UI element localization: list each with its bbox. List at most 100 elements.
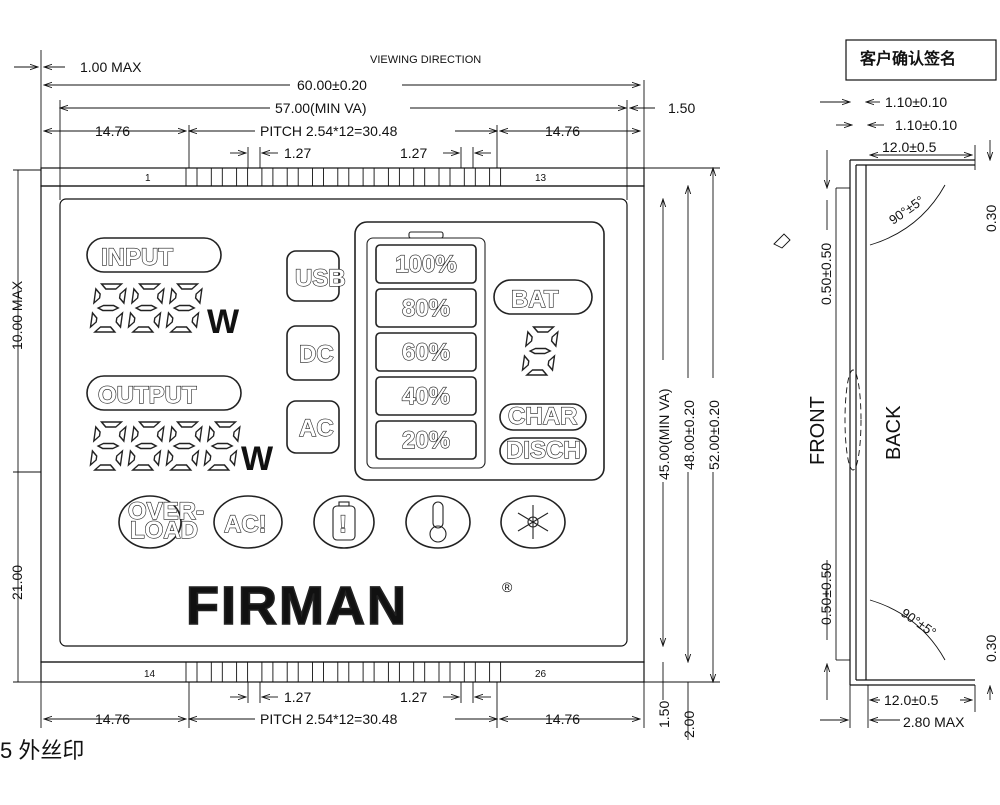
battery-level-cell	[375, 288, 477, 328]
digit-segment	[521, 354, 530, 372]
pin	[210, 167, 223, 187]
sv-profile	[849, 159, 975, 686]
digit-segment	[165, 449, 174, 467]
digit-segment	[165, 311, 174, 329]
char-pill	[499, 403, 587, 431]
sv-front: FRONT	[807, 396, 829, 465]
digit-segment	[229, 449, 238, 467]
sv-dim-050-top: 0.50±0.50	[818, 243, 834, 305]
bat-digit	[521, 326, 559, 376]
overload-icon	[118, 495, 182, 549]
sv-angle-bottom: 90°±5°	[898, 605, 939, 640]
digit-segment	[115, 311, 124, 329]
sv-dim-030-top: 0.30	[983, 205, 999, 232]
digit-segment	[131, 326, 155, 333]
digit-segment	[175, 421, 200, 428]
dim-bottom-2: 2.00	[681, 711, 697, 738]
digit-segment	[153, 449, 162, 467]
thermometer-bulb	[429, 525, 447, 543]
digit-segment	[169, 326, 193, 333]
digit-segment	[127, 311, 136, 329]
digit-segment	[130, 425, 139, 443]
input-label: INPUT	[101, 244, 173, 271]
battery-level-cell	[375, 244, 477, 284]
firman-logo: FIRMAN ®	[185, 575, 513, 637]
output-pill	[86, 375, 242, 411]
sv-angle-top: 90°±5°	[886, 193, 927, 228]
battery-level-label: 100%	[395, 251, 456, 278]
digit-segment	[168, 425, 177, 443]
battery-warning-mark: !	[339, 511, 347, 538]
pin	[463, 661, 476, 683]
digit-segment	[206, 425, 215, 443]
pin	[185, 167, 198, 187]
top-pins	[185, 167, 502, 187]
battery-cap	[408, 231, 444, 239]
digit-segment	[92, 425, 101, 443]
battery-level-cell	[375, 376, 477, 416]
digit-segment	[118, 425, 127, 443]
disch-label: DISCH	[506, 437, 581, 464]
char-label: CHAR	[508, 403, 577, 430]
dim-bottom-gap-b: 1.27	[400, 689, 427, 705]
battery-panel	[354, 221, 605, 481]
pin	[236, 167, 249, 187]
digit-segment	[194, 425, 203, 443]
pin	[438, 661, 451, 683]
digit-segment	[528, 347, 552, 355]
sv-dim-030-bottom: 0.30	[983, 635, 999, 662]
dim-edge-right: 14.76	[545, 123, 580, 139]
digit-segment	[525, 369, 549, 376]
viewing-direction-label: VIEWING DIRECTION	[370, 54, 481, 66]
title-block	[845, 39, 997, 81]
digit-segment	[550, 330, 559, 348]
ac-label: AC	[299, 415, 334, 442]
thermometer-icon	[405, 495, 471, 549]
sv-dim-12-bottom: 12.0±0.5	[884, 692, 939, 708]
input-digits	[89, 283, 203, 333]
digit-segment	[130, 287, 139, 305]
digit-segment	[191, 449, 200, 467]
digit-segment	[92, 287, 101, 305]
digit-segment	[175, 283, 200, 290]
pin	[261, 167, 274, 187]
digit-segment	[206, 464, 231, 471]
battery-levels: 100%80%60%40%20%	[375, 244, 477, 460]
pin	[337, 167, 350, 187]
bat-label: BAT	[511, 286, 559, 313]
pin	[210, 661, 223, 683]
dim-max-1: 1.00 MAX	[80, 59, 142, 75]
pin	[362, 661, 375, 683]
pin	[236, 661, 249, 683]
output-label: OUTPUT	[98, 382, 197, 409]
disch-pill	[499, 437, 587, 465]
dim-bottom-offset: 1.50	[656, 701, 672, 728]
digit-segment	[168, 287, 177, 305]
pin	[463, 167, 476, 187]
digit-segment	[92, 464, 117, 471]
output-digits	[89, 421, 241, 471]
digit-segment	[172, 442, 196, 450]
lcd-view-area	[59, 198, 628, 647]
ac-warning-icon	[213, 495, 283, 549]
dim-pitch: PITCH 2.54*12=30.48	[260, 123, 398, 139]
input-pill	[86, 237, 222, 273]
dim-bottom-edge-right: 14.76	[545, 711, 580, 727]
pin	[489, 167, 502, 187]
pin-13-label: 13	[535, 173, 547, 184]
viewing-arrow-icon	[773, 233, 791, 249]
digit-segment	[134, 304, 158, 312]
bottom-pin-strip	[40, 661, 645, 683]
digit-segment	[531, 326, 556, 333]
output-unit: W	[241, 440, 274, 478]
battery-warning-icon	[313, 495, 375, 549]
digit-segment	[232, 425, 241, 443]
sv-angle-top-arc	[869, 184, 946, 246]
dim-height-52: 52.00±0.20	[706, 400, 722, 470]
pin-1-label: 1	[145, 173, 151, 184]
battery-level-label: 20%	[402, 427, 450, 454]
digit-segment	[547, 354, 556, 372]
dim-left-21: 21.00	[9, 565, 25, 600]
